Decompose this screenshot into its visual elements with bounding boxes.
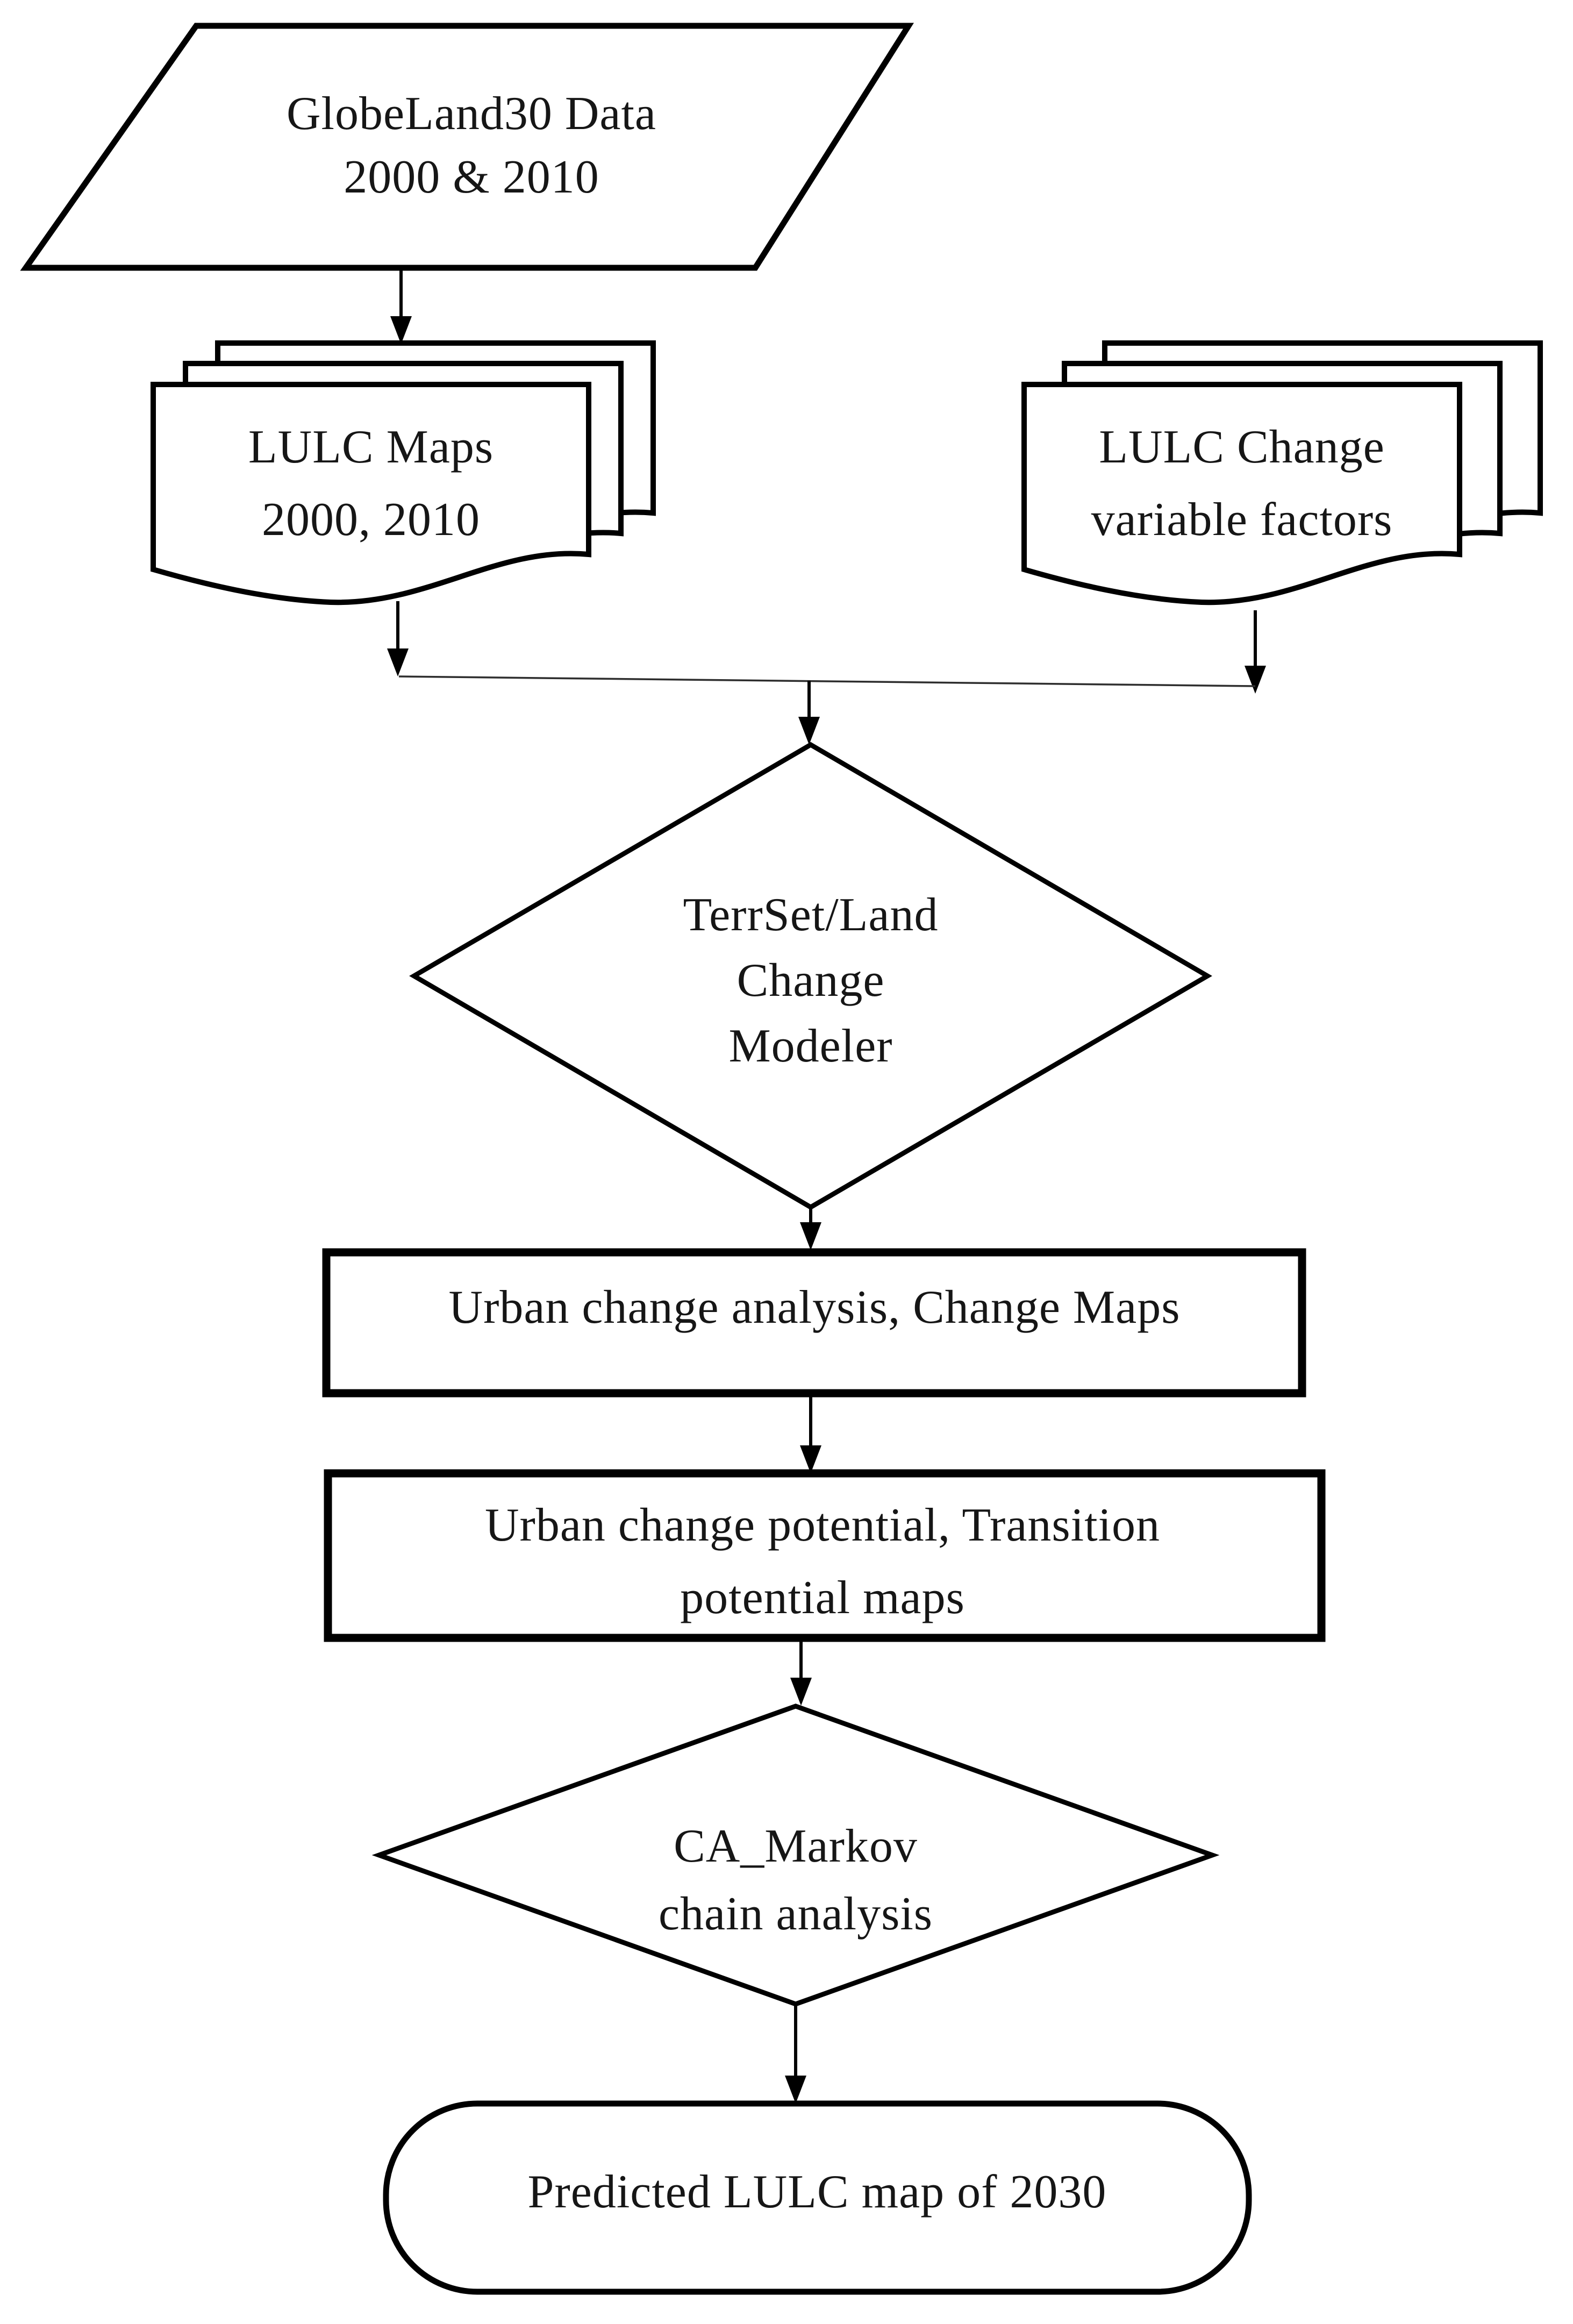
node-urban-change-analysis: Urban change analysis, Change Maps: [322, 1248, 1306, 1398]
node-ca-markov: CA_Markov chain analysis: [371, 1703, 1220, 2007]
edge-change-analysis-to-potential: [800, 1393, 821, 1473]
node-terrset-land-change-modeler: TerrSet/Land Change Modeler: [409, 742, 1212, 1210]
node-label: Change: [737, 954, 885, 1007]
node-lulc-maps: LULC Maps 2000, 2010: [151, 340, 656, 605]
node-label: Predicted LULC map of 2030: [528, 2166, 1107, 2218]
node-label: CA_Markov: [674, 1820, 918, 1872]
edge-potential-to-ca-markov: [790, 1638, 812, 1706]
edge-terrset-to-change-analysis: [800, 1207, 821, 1250]
node-label: chain analysis: [659, 1888, 933, 1940]
edge-lulc-maps-to-junction: [387, 601, 409, 676]
arrowhead-down-icon: [800, 1445, 821, 1473]
node-urban-change-potential: Urban change potential, Transition poten…: [324, 1469, 1326, 1642]
node-label: Modeler: [728, 1020, 892, 1072]
node-label: Urban change analysis, Change Maps: [449, 1281, 1181, 1334]
node-label: LULC Maps: [248, 421, 494, 473]
arrowhead-down-icon: [390, 316, 412, 344]
node-globeland-data: GlobeLand30 Data 2000 & 2010: [20, 23, 914, 271]
process-rect-shape: [322, 1248, 1306, 1398]
node-label: variable factors: [1091, 494, 1393, 546]
terminator-shape: [383, 2100, 1252, 2295]
document-sheet-front: [151, 382, 591, 605]
node-label: potential maps: [680, 1572, 965, 1624]
node-label: 2000 & 2010: [344, 151, 599, 203]
arrowhead-down-icon: [1245, 666, 1266, 694]
arrowhead-down-icon: [785, 2076, 806, 2104]
edge-junction-connector: [398, 675, 1256, 745]
node-predicted-lulc-map: Predicted LULC map of 2030: [383, 2100, 1252, 2295]
edge-ca-markov-to-predicted-map: [785, 2004, 806, 2104]
edge-lulc-change-to-junction: [1245, 610, 1266, 694]
arrowhead-down-icon: [798, 717, 820, 745]
arrowhead-down-icon: [800, 1222, 821, 1250]
process-rect-shape: [324, 1469, 1326, 1642]
edge-globeland-to-lulc-maps: [390, 268, 412, 344]
parallelogram-shape: [20, 23, 914, 271]
node-label: GlobeLand30 Data: [287, 88, 656, 140]
node-label: LULC Change: [1099, 421, 1385, 473]
arrowhead-down-icon: [790, 1678, 812, 1706]
node-label: TerrSet/Land: [683, 889, 939, 941]
arrowhead-down-icon: [387, 648, 409, 676]
node-label: 2000, 2010: [262, 494, 480, 546]
junction-line: [398, 675, 1256, 687]
node-label: Urban change potential, Transition: [485, 1499, 1160, 1551]
node-lulc-change-factors: LULC Change variable factors: [1021, 340, 1543, 605]
document-sheet-front: [1021, 382, 1462, 605]
